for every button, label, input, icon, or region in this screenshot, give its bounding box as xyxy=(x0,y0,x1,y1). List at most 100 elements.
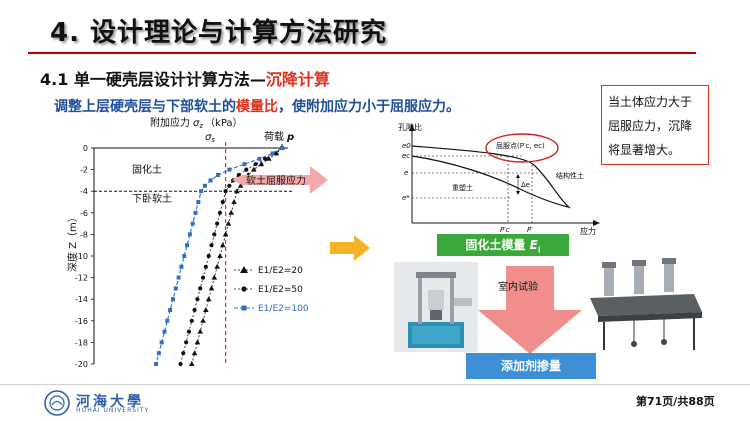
y-tick-label: -14 xyxy=(75,295,88,304)
data-point xyxy=(189,318,194,323)
callout-note: 当土体应力大于屈服应力，沉降将显著增大。 xyxy=(601,85,709,165)
subtitle-prefix: 4.1 单一硬壳层设计计算方法— xyxy=(40,70,266,89)
rc-e0: e0 xyxy=(402,142,411,150)
section-subtitle: 4.1 单一硬壳层设计计算方法—沉降计算 xyxy=(40,66,330,90)
data-point xyxy=(214,263,220,269)
annotation-arrow: 软土屈服应力 xyxy=(232,166,328,194)
data-point xyxy=(202,183,207,188)
data-point xyxy=(159,340,164,345)
y-tick-label: -10 xyxy=(75,252,88,261)
data-point xyxy=(217,253,223,258)
data-point xyxy=(266,155,272,161)
data-point xyxy=(280,146,284,150)
data-point xyxy=(165,318,170,323)
data-point xyxy=(181,351,186,356)
rc-yield: 屈服点(P′c, ec) xyxy=(496,142,545,150)
data-point xyxy=(244,167,249,172)
data-point xyxy=(178,361,183,367)
legend-label-20: E1/E2=20 xyxy=(258,266,303,276)
data-point xyxy=(251,166,257,172)
data-point xyxy=(257,156,262,161)
y-tick-label: -12 xyxy=(75,274,88,283)
data-point xyxy=(231,199,237,204)
rc-ec: ec xyxy=(402,152,410,160)
legend-item-50: E1/E2=50 xyxy=(234,285,303,295)
data-point xyxy=(228,209,235,215)
rc-ylabel: 孔隙比 xyxy=(398,122,422,132)
data-point xyxy=(184,340,189,345)
legend-item-100: E1/E2=100 xyxy=(234,304,309,314)
data-point xyxy=(156,351,161,356)
data-point xyxy=(223,189,228,194)
data-point xyxy=(208,178,213,183)
legend-label-50: E1/E2=50 xyxy=(258,285,303,295)
lead-part-b: ，使附加应力小于屈服应力。 xyxy=(278,99,460,115)
annotation-label: 软土屈服应力 xyxy=(246,174,306,187)
university-logo: 河海大學 HOHAI UNIVERSITY xyxy=(44,390,164,416)
modulus-subscript: i xyxy=(537,245,541,255)
data-point xyxy=(203,307,209,312)
lead-sentence: 调整上层硬壳层与下部软土的模量比，使附加应力小于屈服应力。 xyxy=(54,96,460,116)
data-point xyxy=(173,286,178,291)
data-point xyxy=(262,156,268,161)
data-point xyxy=(258,161,265,167)
rc-structured: 结构性土 xyxy=(556,171,584,180)
data-point xyxy=(193,210,198,215)
lab-apparatus-photo xyxy=(394,262,478,352)
subtitle-highlight: 沉降计算 xyxy=(265,70,330,89)
title-bar: 4. 设计理论与计算方法研究 xyxy=(0,0,750,54)
data-point xyxy=(203,264,208,269)
void-ratio-stress-chart: 孔隙比 应力 e0 ec e e* 屈服点(P′c, ec) 结构性土 重塑土 … xyxy=(398,122,600,236)
y-tick-label: -16 xyxy=(75,317,88,326)
footer-divider xyxy=(0,384,750,385)
rc-remolded: 重塑土 xyxy=(452,183,473,192)
data-point xyxy=(200,275,206,280)
rc-xlabel: 应力 xyxy=(580,226,596,236)
rc-e: e xyxy=(404,169,408,177)
y-axis-label: 深度 Z（m） xyxy=(66,212,79,272)
consolidometer-photo xyxy=(584,256,704,352)
data-point xyxy=(217,210,223,215)
data-point xyxy=(191,350,198,356)
additive-content-box: 添加剂掺量 xyxy=(466,353,596,379)
flow-arrow-right-icon xyxy=(330,235,370,261)
data-point xyxy=(253,162,258,167)
data-point xyxy=(196,200,201,204)
data-point xyxy=(185,243,190,248)
data-point xyxy=(162,329,167,334)
data-point xyxy=(225,220,232,226)
solidified-soil-modulus-box: 固化土模量 Ei xyxy=(437,234,569,256)
y-tick-label: -20 xyxy=(75,360,88,369)
lead-part-a: 调整上层硬壳层与下部软土的 xyxy=(54,99,236,115)
data-point xyxy=(195,297,200,302)
data-point xyxy=(234,188,240,194)
y-tick-label: -8 xyxy=(80,230,88,239)
data-point xyxy=(208,285,215,291)
data-point xyxy=(205,296,212,302)
data-point xyxy=(186,329,192,334)
logo-en: HOHAI UNIVERSITY xyxy=(76,407,150,414)
data-point xyxy=(170,297,175,302)
y-tick-label: 0 xyxy=(83,144,88,153)
data-point xyxy=(188,361,195,366)
rc-pstar: P′ xyxy=(527,226,533,234)
data-point xyxy=(190,221,195,226)
data-point xyxy=(197,328,204,334)
data-point xyxy=(227,167,232,172)
lab-test-label: 室内试验 xyxy=(498,282,538,293)
university-emblem-icon xyxy=(44,390,70,416)
data-point xyxy=(242,162,247,167)
data-point xyxy=(192,307,197,313)
data-point xyxy=(209,243,214,248)
data-point xyxy=(194,339,201,345)
page-title: 4. 设计理论与计算方法研究 xyxy=(50,18,388,48)
data-point xyxy=(200,317,206,323)
yield-point-highlight xyxy=(485,133,559,163)
modulus-label: 固化土模量 xyxy=(465,238,526,252)
data-point xyxy=(220,199,225,205)
layer-top-label: 固化土 xyxy=(132,163,162,176)
data-point xyxy=(211,274,218,280)
data-point xyxy=(237,182,244,188)
